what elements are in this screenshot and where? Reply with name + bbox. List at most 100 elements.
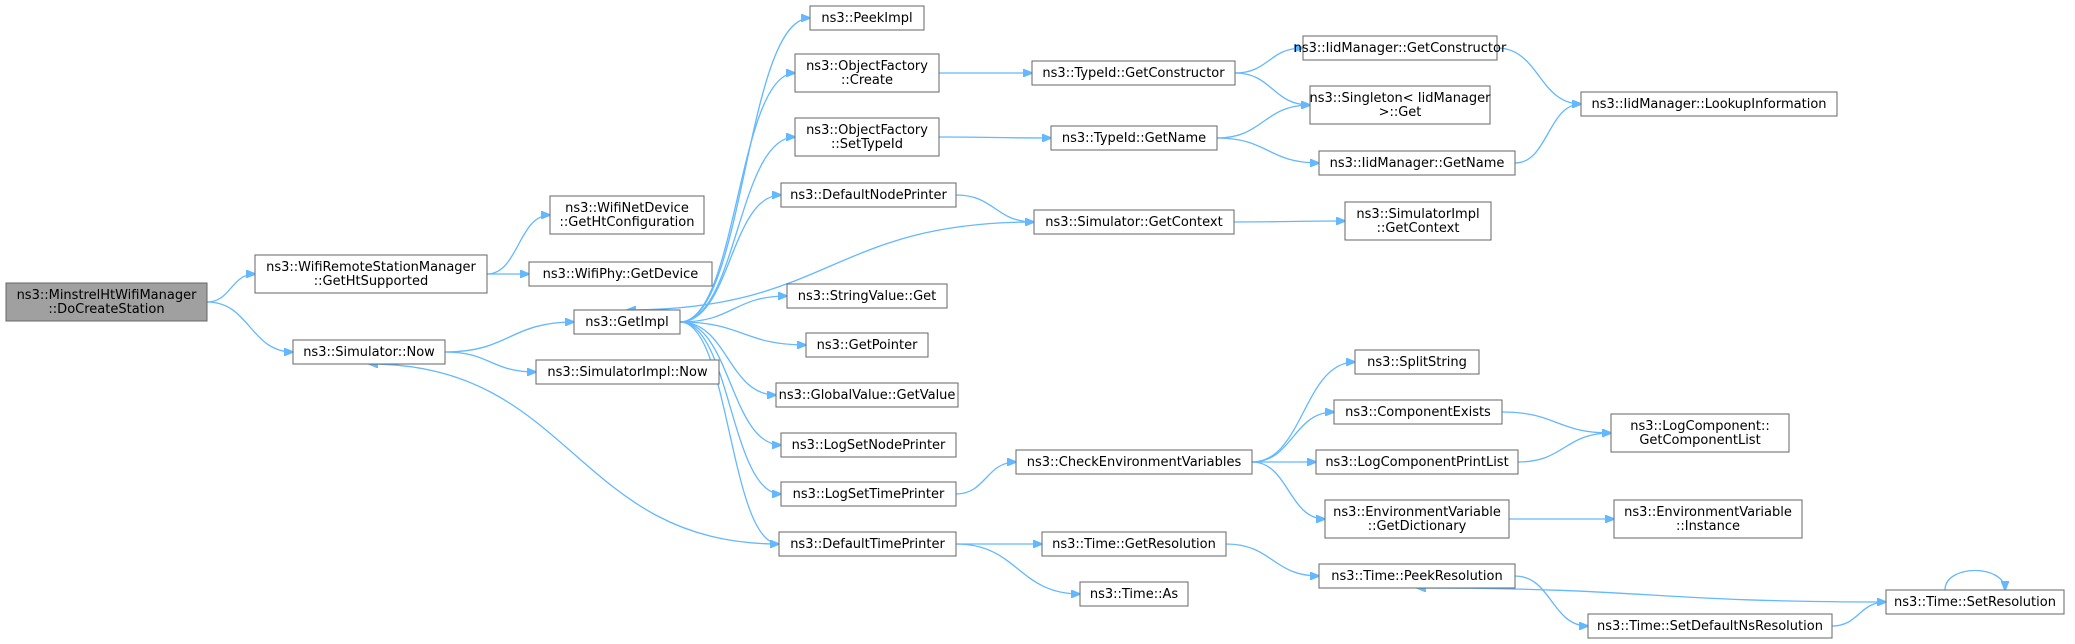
node-box bbox=[5, 282, 208, 322]
node-label: ns3::WifiNetDevice bbox=[565, 201, 689, 216]
edge-sim-get-context-to-sim-impl-get-context bbox=[1233, 221, 1345, 222]
node-box bbox=[780, 481, 957, 507]
node-box bbox=[292, 339, 446, 365]
node-def-node-printer[interactable]: ns3::DefaultNodePrinter bbox=[780, 182, 957, 208]
node-label: >::Get bbox=[1379, 105, 1422, 120]
node-get-impl[interactable]: ns3::GetImpl bbox=[573, 309, 681, 335]
node-label: ::DoCreateStation bbox=[48, 302, 164, 317]
node-label: ::GetHtConfiguration bbox=[560, 215, 695, 230]
node-of-set-type-id[interactable]: ns3::ObjectFactory::SetTypeId bbox=[794, 117, 940, 157]
node-box bbox=[1050, 125, 1218, 151]
node-label: ns3::Simulator::Now bbox=[303, 345, 435, 360]
edge-iid-get-constructor-to-iid-lookup bbox=[1496, 47, 1581, 104]
node-box bbox=[786, 283, 948, 309]
node-box bbox=[1613, 499, 1803, 539]
edge-type-get-name-to-iid-get-name bbox=[1216, 137, 1319, 163]
node-def-time-printer[interactable]: ns3::DefaultTimePrinter bbox=[778, 531, 957, 557]
node-time-set-def-ns[interactable]: ns3::Time::SetDefaultNsResolution bbox=[1587, 613, 1833, 639]
node-box bbox=[794, 117, 940, 157]
node-iid-lookup[interactable]: ns3::IidManager::LookupInformation bbox=[1580, 91, 1838, 117]
node-box bbox=[1318, 563, 1516, 589]
node-log-comp-print-list[interactable]: ns3::LogComponentPrintList bbox=[1315, 449, 1519, 475]
edge-get-ht-supported-to-get-ht-config bbox=[486, 215, 550, 275]
edge-of-set-type-id-to-type-get-name bbox=[938, 137, 1051, 138]
node-get-device[interactable]: ns3::WifiPhy::GetDevice bbox=[528, 261, 713, 287]
node-label: ns3::IidManager::LookupInformation bbox=[1591, 97, 1826, 112]
node-box bbox=[1079, 581, 1189, 607]
node-label: ns3::LogSetTimePrinter bbox=[793, 487, 945, 502]
node-label: ns3::ObjectFactory bbox=[806, 59, 928, 74]
node-env-get-dict[interactable]: ns3::EnvironmentVariable::GetDictionary bbox=[1324, 499, 1510, 539]
node-iid-get-name[interactable]: ns3::IidManager::GetName bbox=[1318, 150, 1516, 176]
node-sim-impl-get-context[interactable]: ns3::SimulatorImpl::GetContext bbox=[1344, 201, 1492, 241]
node-log-comp-get-list[interactable]: ns3::LogComponent::GetComponentList bbox=[1610, 413, 1790, 453]
node-box bbox=[1344, 201, 1492, 241]
node-box bbox=[1333, 399, 1503, 425]
node-box bbox=[809, 5, 925, 31]
edge-def-time-printer-to-time-as bbox=[955, 543, 1080, 594]
node-get-ht-config[interactable]: ns3::WifiNetDevice::GetHtConfiguration bbox=[549, 195, 705, 235]
node-singleton-get[interactable]: ns3::Singleton< IidManager >::Get bbox=[1309, 85, 1491, 125]
node-box bbox=[1318, 150, 1516, 176]
node-iid-get-constructor[interactable]: ns3::IidManager::GetConstructor bbox=[1294, 35, 1507, 61]
node-label: ns3::LogComponent:: bbox=[1630, 419, 1770, 434]
node-time-as[interactable]: ns3::Time::As bbox=[1079, 581, 1189, 607]
node-box bbox=[778, 531, 957, 557]
edge-log-set-time-printer-to-check-env bbox=[955, 462, 1016, 495]
node-box bbox=[780, 182, 957, 208]
node-box bbox=[1580, 91, 1838, 117]
node-of-create[interactable]: ns3::ObjectFactory::Create bbox=[794, 53, 940, 93]
edge-def-node-printer-to-sim-get-context bbox=[955, 194, 1034, 222]
edge-check-env-to-split-string bbox=[1251, 362, 1355, 463]
node-box bbox=[535, 359, 720, 385]
edge-component-exists-to-log-comp-get-list bbox=[1501, 411, 1611, 433]
node-label: ns3::IidManager::GetConstructor bbox=[1294, 41, 1507, 56]
edge-sim-now-to-get-impl bbox=[444, 322, 574, 353]
node-label: ns3::IidManager::GetName bbox=[1330, 156, 1505, 171]
node-get-ht-supported[interactable]: ns3::WifiRemoteStationManager::GetHtSupp… bbox=[254, 254, 488, 294]
edge-type-get-name-to-singleton-get bbox=[1216, 105, 1310, 139]
node-box bbox=[805, 332, 929, 358]
edge-sim-now-to-sim-impl-now bbox=[444, 351, 536, 372]
node-sim-now[interactable]: ns3::Simulator::Now bbox=[292, 339, 446, 365]
edge-get-impl-to-log-set-time-printer bbox=[679, 321, 781, 494]
node-log-set-time-printer[interactable]: ns3::LogSetTimePrinter bbox=[780, 481, 957, 507]
node-peek-impl[interactable]: ns3::PeekImpl bbox=[809, 5, 925, 31]
node-check-env[interactable]: ns3::CheckEnvironmentVariables bbox=[1015, 449, 1253, 475]
node-time-get-res[interactable]: ns3::Time::GetResolution bbox=[1041, 531, 1227, 557]
node-label: ns3::WifiRemoteStationManager bbox=[266, 260, 476, 275]
node-label: ns3::ObjectFactory bbox=[806, 123, 928, 138]
node-do-create[interactable]: ns3::MinstrelHtWifiManager::DoCreateStat… bbox=[5, 282, 208, 322]
node-box bbox=[1885, 589, 2065, 615]
node-label: ns3::ComponentExists bbox=[1345, 405, 1491, 420]
node-split-string[interactable]: ns3::SplitString bbox=[1354, 349, 1480, 375]
node-box bbox=[780, 432, 957, 458]
node-time-peek-res[interactable]: ns3::Time::PeekResolution bbox=[1318, 563, 1516, 589]
node-label: ns3::StringValue::Get bbox=[798, 289, 936, 304]
node-type-get-name[interactable]: ns3::TypeId::GetName bbox=[1050, 125, 1218, 151]
node-get-pointer[interactable]: ns3::GetPointer bbox=[805, 332, 929, 358]
node-string-value-get[interactable]: ns3::StringValue::Get bbox=[786, 283, 948, 309]
node-sim-get-context[interactable]: ns3::Simulator::GetContext bbox=[1033, 209, 1235, 235]
node-label: ::GetHtSupported bbox=[314, 274, 428, 289]
node-env-instance[interactable]: ns3::EnvironmentVariable::Instance bbox=[1613, 499, 1803, 539]
edge-log-comp-print-list-to-log-comp-get-list bbox=[1517, 433, 1611, 463]
node-time-set-res[interactable]: ns3::Time::SetResolution bbox=[1885, 589, 2065, 615]
node-gv-get-value[interactable]: ns3::GlobalValue::GetValue bbox=[775, 382, 959, 408]
edge-type-get-constructor-to-iid-get-constructor bbox=[1234, 48, 1303, 74]
node-component-exists[interactable]: ns3::ComponentExists bbox=[1333, 399, 1503, 425]
node-box bbox=[1041, 531, 1227, 557]
node-box bbox=[528, 261, 713, 287]
node-box bbox=[775, 382, 959, 408]
node-label: ns3::EnvironmentVariable bbox=[1333, 505, 1501, 520]
node-log-set-node-printer[interactable]: ns3::LogSetNodePrinter bbox=[780, 432, 957, 458]
node-label: ::GetDictionary bbox=[1368, 519, 1467, 534]
node-type-get-constructor[interactable]: ns3::TypeId::GetConstructor bbox=[1031, 60, 1236, 86]
node-label: ns3::SimulatorImpl::Now bbox=[547, 365, 708, 380]
edge-time-peek-res-to-time-set-def-ns bbox=[1514, 575, 1588, 626]
node-sim-impl-now[interactable]: ns3::SimulatorImpl::Now bbox=[535, 359, 720, 385]
node-label: ns3::PeekImpl bbox=[821, 11, 912, 26]
node-label: ns3::LogSetNodePrinter bbox=[792, 438, 946, 453]
node-label: ns3::GetImpl bbox=[585, 315, 669, 330]
